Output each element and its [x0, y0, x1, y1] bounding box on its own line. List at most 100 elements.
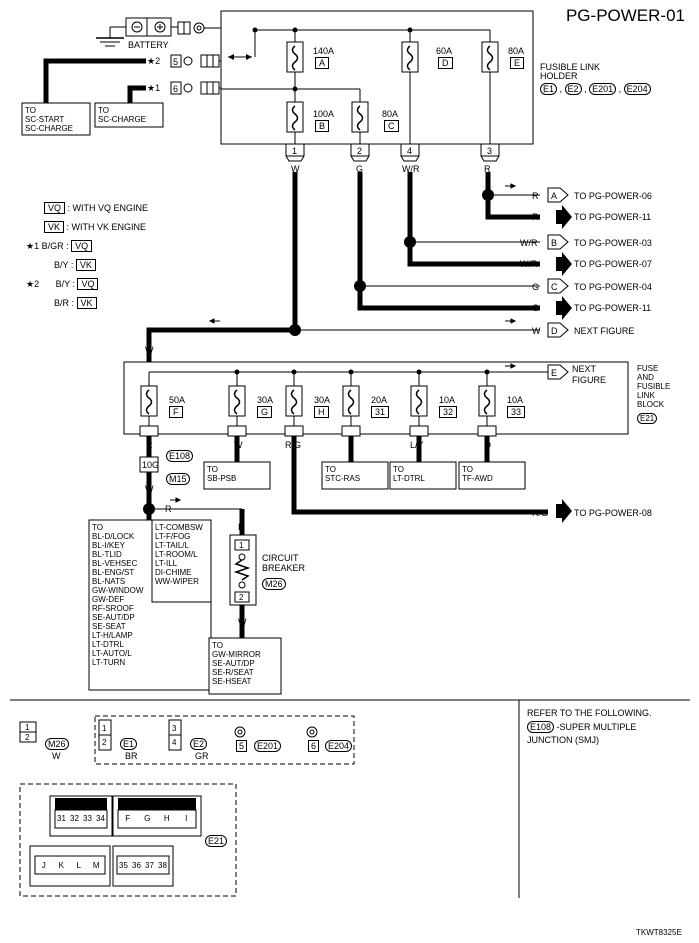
fuse-e-amp: 80A — [508, 46, 525, 56]
e21-cavity: 33 — [83, 814, 92, 823]
to-list-item: SE-SEAT — [92, 622, 126, 631]
legend-by2: B/Y : — [55, 279, 75, 289]
fuse-c-amp: 80A — [382, 109, 399, 119]
legend-star2: ★2 — [26, 279, 40, 289]
block-label-1: AND — [637, 373, 654, 382]
to-list-item: BL-TLID — [92, 550, 122, 559]
sc-start-l1: TO — [25, 106, 36, 115]
block-label-0: FUSE — [637, 364, 659, 373]
to-list-item: BL-D/LOCK — [92, 532, 135, 541]
page-title: PG-POWER-01 — [565, 6, 685, 25]
fuse-c-id: C — [384, 120, 399, 132]
conn-m15: M15 — [166, 473, 190, 485]
block-label-4: BLOCK — [637, 400, 665, 409]
e21-cavity: 35 — [119, 861, 128, 870]
e21-cavity: 36 — [132, 861, 141, 870]
block-label-2: FUSIBLE — [637, 382, 671, 391]
wire-w-after: W — [145, 484, 154, 494]
refer-l2-text: -SUPER MULTIPLE — [556, 722, 637, 732]
e21-cavity: I — [185, 814, 188, 823]
conn-e108: E108 — [166, 450, 194, 462]
fusible-link-holder-box — [220, 10, 534, 145]
legend-s2: ★2 B/Y : VQ — [26, 278, 99, 290]
dest-6-wire: W — [532, 326, 541, 336]
e21-cavity: H — [163, 814, 170, 823]
block-fuse-id: 33 — [507, 406, 526, 418]
dest-5-wire: G — [532, 303, 540, 313]
to-list-item: SE-AUT/DP — [92, 613, 135, 622]
fusible-link-c — [351, 101, 369, 133]
to-list-item: GW-WINDOW — [92, 586, 144, 595]
to-list-item: LT-ROOM/L — [155, 550, 198, 559]
cb-wire-out: W — [238, 617, 247, 627]
wire-w-label: W — [291, 164, 300, 174]
to-gw-item: SE-AUT/DP — [212, 659, 255, 668]
legend-by1-text: B/Y : — [54, 260, 74, 270]
conn-e1: E1 — [540, 83, 558, 95]
block-fuse-amp: 10A — [439, 395, 456, 405]
block-conn-e21: E21 — [637, 413, 658, 424]
vk-tag: VK — [44, 221, 65, 233]
block-fuse-id: F — [169, 406, 183, 418]
legend-vk: VK : WITH VK ENGINE — [44, 221, 146, 233]
figure-code: TKWT8325E — [636, 928, 682, 937]
pin-5: 5 — [173, 57, 179, 67]
cb-pin-1: 1 — [239, 541, 244, 550]
cb-pin-2: 2 — [239, 593, 244, 602]
fusible-link-e — [481, 41, 499, 73]
holder-connector-tags: E1 , E2 , E201 , E204 — [540, 83, 651, 95]
to-stcras-l2: STC-RAS — [325, 474, 361, 483]
block-fuse-id: 32 — [439, 406, 458, 418]
wire-wr-label: W/R — [402, 164, 420, 174]
block-fuse-wire: L/Y — [410, 440, 424, 450]
to-list-item: BL-VEHSEC — [92, 559, 138, 568]
conn-view-m26-color: W — [52, 751, 61, 761]
conn-view-e201: E201 — [254, 740, 282, 752]
e2-pin-4: 4 — [172, 738, 177, 747]
refer-line-3: JUNCTION (SMJ) — [527, 735, 599, 745]
legend-br-text: B/R : — [54, 298, 75, 308]
to-gw-item: SE-R/SEAT — [212, 668, 254, 677]
block-fuse-wire: R — [146, 440, 153, 450]
conn-view-e2: E2 — [190, 738, 208, 750]
to-list-item: LT-AUTO/L — [92, 649, 132, 658]
to-list-item: WW-WIPER — [155, 577, 199, 586]
dest-6-text: NEXT FIGURE — [574, 326, 635, 336]
to-gw-item: GW-MIRROR — [212, 650, 261, 659]
to-tfawd-l2: TF-AWD — [462, 474, 493, 483]
dest-3-text: TO PG-POWER-07 — [574, 259, 652, 269]
wire-r-after: R — [165, 504, 172, 514]
cb-label-2: BREAKER — [262, 563, 306, 573]
e21-cavity: L — [76, 861, 81, 870]
block-fuse-31 — [341, 369, 361, 437]
fusible-link-holder-label-2: HOLDER — [540, 71, 578, 81]
conn-view-e21: E21 — [205, 835, 228, 847]
to-gw-item: SE-HSEAT — [212, 677, 252, 686]
fusible-link-d — [401, 41, 419, 73]
block-fuse-32 — [409, 369, 429, 437]
fuse-block-box — [123, 361, 629, 435]
block-fuse-g — [227, 369, 247, 437]
to-stcras-l1: TO — [325, 465, 336, 474]
e1-pin-2: 2 — [102, 738, 107, 747]
to-gw-item: TO — [212, 641, 223, 650]
dest-4-wire: G — [532, 282, 540, 292]
fusible-link-b — [286, 101, 304, 133]
e21-cavity: J — [41, 861, 46, 870]
fuse-d-id: D — [438, 57, 453, 69]
term-1: 1 — [292, 146, 298, 156]
to-list-item: GW-DEF — [92, 595, 125, 604]
dest-2-conn: B — [551, 238, 558, 248]
legend-vk-tag-2: VK — [76, 297, 97, 309]
dest-2-wire: W/R — [520, 238, 538, 248]
conn-e2: E2 — [564, 83, 582, 95]
to-ltdtrl-l2: LT-DTRL — [393, 474, 425, 483]
refer-line-1: REFER TO THE FOLLOWING. — [527, 708, 652, 718]
block-fuse-id: H — [314, 406, 329, 418]
wire-r-label: R — [484, 164, 491, 174]
sc-charge-l2: SC-CHARGE — [98, 115, 147, 124]
fuse-a-amp: 140A — [313, 46, 335, 56]
dest-1-text: TO PG-POWER-11 — [574, 212, 652, 222]
